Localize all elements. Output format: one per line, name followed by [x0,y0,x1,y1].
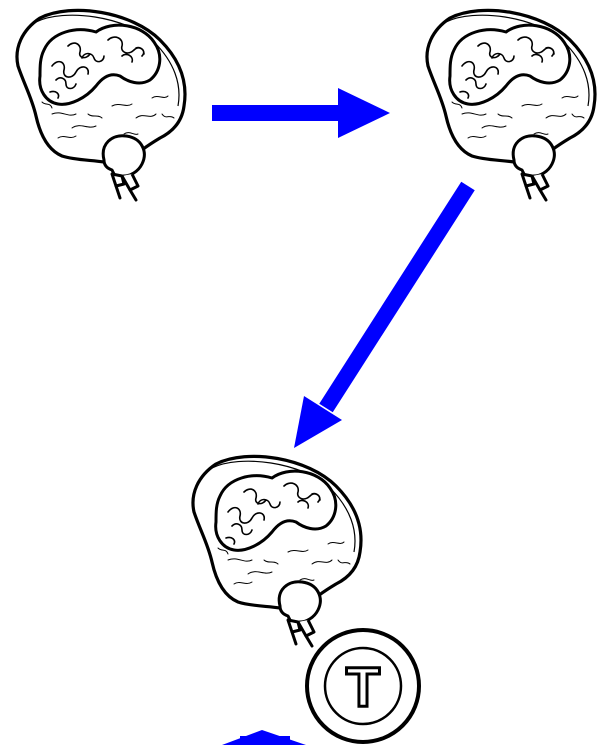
head-with-plug-node-3 [193,456,361,646]
arrow-head1-to-head2 [212,88,390,138]
head-with-plug-node-2 [427,10,595,200]
token-label: T [346,655,380,718]
arrow-head3-to-next [222,730,306,745]
t-token-icon: T [307,630,419,742]
arrow-head2-to-head3 [294,186,468,448]
head-with-plug-node-1 [17,10,185,200]
